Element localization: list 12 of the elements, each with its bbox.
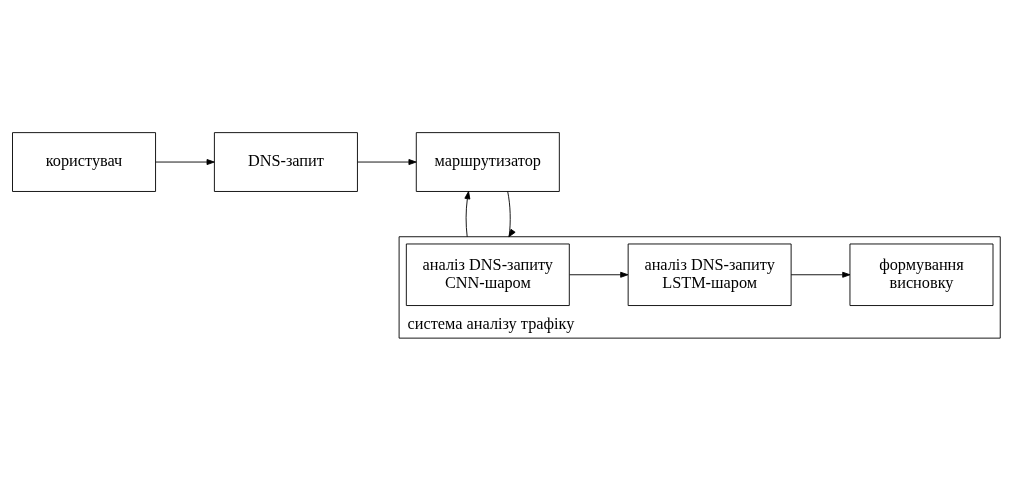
node-box: формування висновку: [849, 243, 994, 306]
arrow: [155, 159, 215, 166]
arrow: [569, 271, 629, 278]
node-box: аналіз DNS-запиту LSTM-шаром: [627, 243, 792, 306]
node-box: DNS-запит: [213, 132, 358, 192]
node-box: аналіз DNS-запиту CNN-шаром: [405, 243, 570, 306]
arrow: [507, 191, 516, 238]
node-box: маршрутизатор: [415, 132, 560, 192]
arrow: [357, 159, 417, 166]
arrow: [464, 191, 471, 238]
arrow: [790, 271, 851, 278]
node-box: користувач: [12, 132, 156, 192]
